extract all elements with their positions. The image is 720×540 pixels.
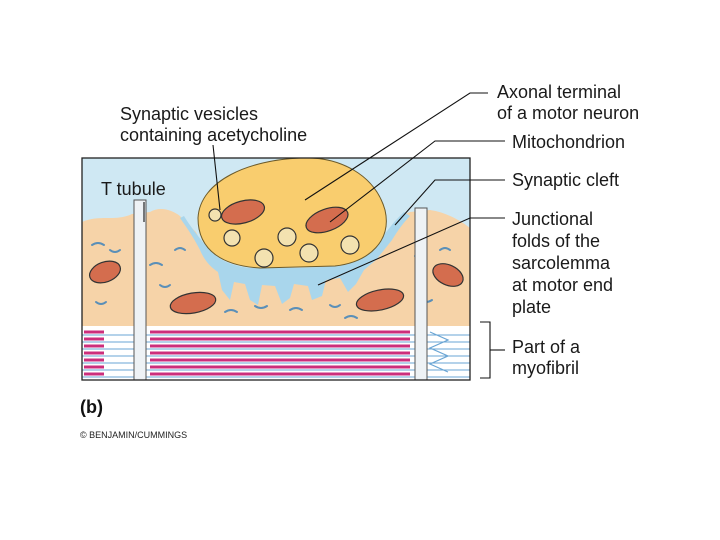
label-synaptic-cleft: Synaptic cleft	[512, 170, 619, 190]
label-junctional-folds: Junctional folds of the sarcolemma at mo…	[512, 209, 618, 317]
mitochondrion	[220, 199, 266, 225]
mitochondrion	[432, 263, 464, 287]
vesicle-cluster	[277, 227, 297, 247]
label-myofibril: Part of a myofibril	[512, 337, 585, 378]
muscle-mitochondria	[88, 260, 464, 315]
mitochondrion	[88, 260, 122, 284]
t-tubule-right	[414, 207, 428, 380]
myofibril-filaments	[82, 330, 470, 378]
diagram-body	[82, 158, 470, 380]
axon-terminal	[197, 158, 387, 269]
vesicle-cluster	[223, 229, 241, 247]
vesicle-cluster	[340, 235, 360, 255]
mitochondrion	[355, 288, 405, 312]
synaptic-cleft-region	[180, 212, 410, 305]
leader-lines	[143, 92, 505, 379]
z-disc-zigzag	[428, 331, 450, 373]
label-mitochondrion: Mitochondrion	[512, 132, 625, 152]
copyright-notice: © BENJAMIN/CUMMINGS	[80, 430, 187, 440]
panel-label: (b)	[80, 397, 103, 417]
sarcoplasmic-fragments	[91, 242, 451, 319]
terminal-mitochondria	[220, 199, 349, 234]
vesicle-cluster	[208, 208, 222, 222]
label-synaptic-vesicles: Synaptic vesicles containing acetycholin…	[120, 104, 307, 145]
vesicle-cluster	[254, 248, 274, 268]
mitochondrion	[305, 206, 349, 234]
vesicle-cluster	[299, 243, 319, 263]
label-axonal-terminal: Axonal terminal of a motor neuron	[497, 82, 639, 123]
synaptic-vesicle-clusters	[208, 208, 360, 268]
t-tubule-left	[133, 199, 147, 380]
mitochondrion	[169, 291, 217, 315]
diagram-frame	[81, 157, 471, 381]
label-t-tubule: T tubule	[101, 179, 166, 199]
